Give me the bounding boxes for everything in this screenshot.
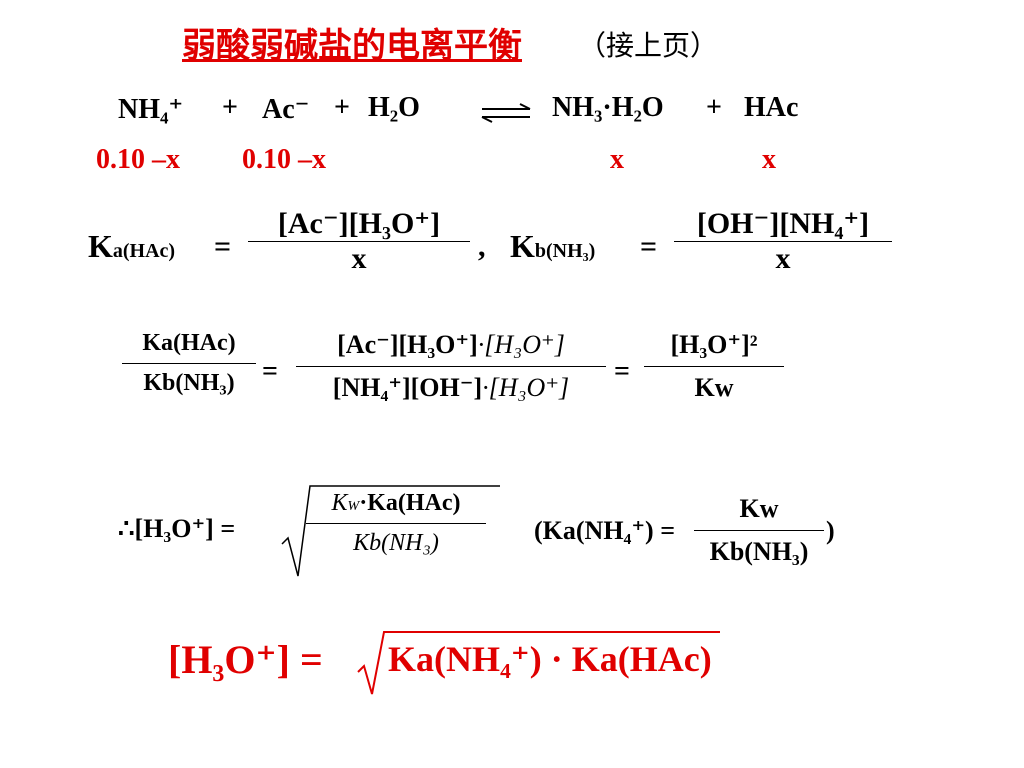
ka-nh4-denominator: Kb(NH₃): [709, 537, 809, 566]
kb-denominator: x: [775, 242, 791, 275]
final-sqrt-icon: [357, 631, 720, 695]
reaction-reactant-ac: Ac⁻: [262, 94, 310, 125]
ratio-mid-fraction: [Ac⁻][H₃O⁺]·[H₃O⁺] [NH₄⁺][OH⁻]·[H₃O⁺]: [296, 330, 606, 403]
ka-numerator: [Ac⁻][H₃O⁺]: [277, 207, 441, 240]
ka-nh4-close-paren: ): [826, 516, 835, 545]
ratio-equals-2: =: [614, 356, 630, 387]
reaction-product-nh3h2o: NH₃·H₂O: [552, 92, 664, 123]
eq1-comma: ,: [478, 230, 486, 263]
page-title: 弱酸弱碱盐的电离平衡: [182, 18, 522, 67]
ka-fraction: [Ac⁻][H₃O⁺] x: [248, 206, 470, 276]
ka-nh4-bar: [694, 530, 824, 531]
reaction-plus-1: +: [222, 92, 238, 123]
ka-nh4-fraction: Kw Kb(NH₃): [694, 494, 824, 567]
equilibrium-conc-ac: 0.10 –x: [242, 144, 326, 175]
sqrt-fraction-bar: [306, 523, 486, 524]
ratio-rhs-denominator: Kw: [694, 373, 734, 402]
ratio-equals-1: =: [262, 356, 278, 387]
final-sqrt-rhs: Ka(NH₄⁺) · Ka(HAc): [388, 639, 712, 679]
ratio-lhs-fraction: Ka(HAc) Kb(NH₃): [122, 330, 256, 397]
final-h3o-lhs: [H₃O⁺] =: [168, 637, 323, 682]
kb-fraction-bar: [674, 241, 892, 242]
kb-numerator: [OH⁻][NH₄⁺]: [696, 207, 870, 240]
title-suffix: （接上页）: [578, 29, 719, 62]
therefore-h3o: ∴[H₃O⁺] =: [118, 514, 236, 543]
ratio-lhs-numerator: Ka(HAc): [142, 330, 236, 356]
title-main: 弱酸弱碱盐的电离平衡: [182, 26, 522, 66]
reaction-reactant-nh4: NH₄⁺: [118, 94, 184, 125]
sqrt-inner-fraction: KW·Ka(HAc) Kb(NH₃): [306, 490, 486, 557]
ka-fraction-bar: [248, 241, 470, 242]
sqrt-numerator: KW·Ka(HAc): [331, 490, 461, 516]
ratio-mid-denominator-extra: ·[H₃O⁺]: [482, 373, 570, 402]
equilibrium-conc-nh3h2o: x: [610, 144, 624, 175]
sqrt-denominator: Kb(NH₃): [353, 530, 439, 556]
equilibrium-arrow-icon: [481, 103, 531, 123]
reaction-reactant-h2o: H₂O: [368, 92, 420, 123]
kb-nh3-symbol: Kb(NH₃): [510, 228, 596, 264]
reaction-plus-3: +: [706, 92, 722, 123]
ratio-rhs-bar: [644, 366, 784, 367]
ratio-mid-numerator: [Ac⁻][H₃O⁺]·[H₃O⁺]: [337, 330, 565, 359]
ka-equals: =: [214, 230, 232, 263]
ratio-lhs-bar: [122, 363, 256, 364]
ratio-mid-numerator-extra: ·[H₃O⁺]: [477, 330, 565, 359]
ratio-rhs-numerator: [H₃O⁺]²: [670, 330, 758, 359]
ka-nh4-numerator: Kw: [739, 494, 779, 523]
kb-fraction: [OH⁻][NH₄⁺] x: [674, 206, 892, 276]
reaction-product-hac: HAc: [744, 92, 799, 123]
kb-nh3-subscript: b(NH₃): [534, 240, 596, 262]
ka-hac-symbol: Ka(HAc): [88, 228, 176, 264]
kb-equals: =: [640, 230, 658, 263]
sqrt-symbol-icon: [281, 485, 500, 577]
ka-hac-subscript: a(HAc): [112, 240, 176, 262]
ratio-mid-denominator: [NH₄⁺][OH⁻]·[H₃O⁺]: [332, 373, 570, 402]
equilibrium-conc-nh4: 0.10 –x: [96, 144, 180, 175]
ratio-rhs-fraction: [H₃O⁺]² Kw: [644, 330, 784, 403]
ratio-lhs-denominator: Kb(NH₃): [143, 370, 235, 396]
reaction-plus-2: +: [334, 92, 350, 123]
equilibrium-conc-hac: x: [762, 144, 776, 175]
ka-nh4-definition: (Ka(NH₄⁺) =: [534, 516, 676, 545]
ka-denominator: x: [351, 242, 367, 275]
ratio-mid-bar: [296, 366, 606, 367]
